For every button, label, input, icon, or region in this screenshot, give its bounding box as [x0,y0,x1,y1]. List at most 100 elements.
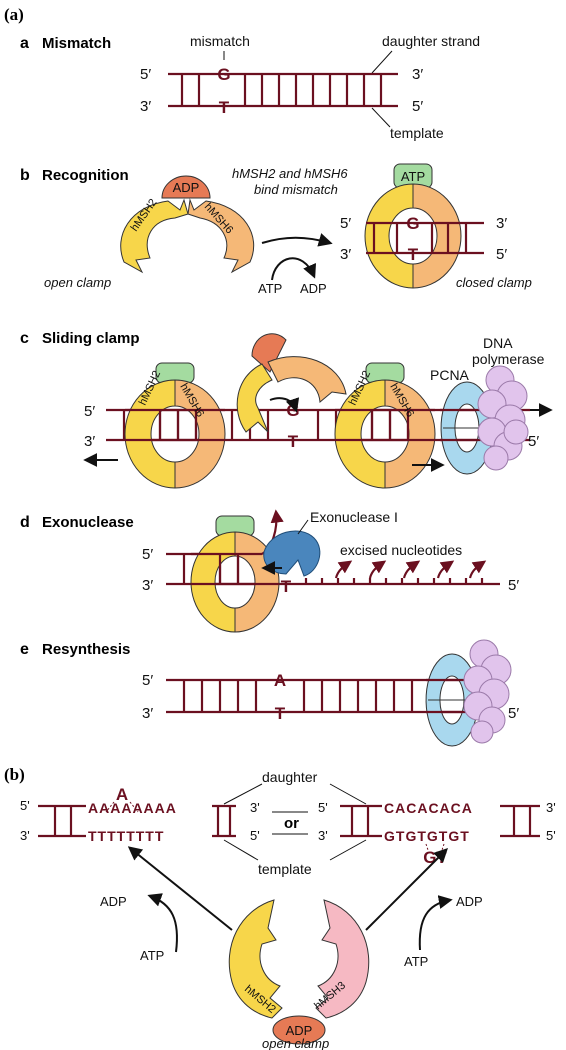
e-base-pair-rungs [182,680,432,712]
open-clamp-hmsh2-hmsh6: ADP hMSH2 hMSH6 [120,175,255,274]
d-bottom-5-end: 5′ [508,577,519,594]
b-right-bottom-3-end: 3' [318,828,328,843]
b-left-top-3-end: 3' [250,800,260,815]
b-left-bottom-3-end: 3' [20,828,30,843]
right-atp-adp-arrow [418,895,453,951]
step-a-mismatch: a Mismatch mismatch daughter strand 5′ 3… [20,33,480,141]
excised-nucleotide-arrows [334,560,487,579]
step-e-resynthesis: e Resynthesis 5′ 3′ 5′ A T [20,639,519,747]
open-clamp-b-label: open clamp [262,1036,329,1050]
daughter-strand-leader [371,50,393,74]
left-sliding-clamp: hMSH2 hMSH6 [124,362,226,489]
left-adp-label: ADP [100,894,127,909]
right-atp-label: ATP [404,954,428,969]
inserted-base-a: A [116,785,128,804]
panel-b-label: (b) [4,765,25,784]
or-label: or [284,815,299,832]
recognition-arrow [261,233,333,247]
right-top-sequence: CACACACA [384,800,473,816]
step-e-letter: e [20,641,29,658]
adp-label: ADP [300,281,327,296]
left-atp-label: ATP [140,948,164,963]
b-bottom-3-end: 3′ [340,246,351,263]
step-d-letter: d [20,514,30,531]
adp-cap-b [272,1015,326,1045]
template-label: template [390,125,444,141]
mismatch-label: mismatch [190,33,250,49]
d-top-5-end: 5′ [142,546,153,563]
right-hmsh6-half [384,379,436,489]
mismatch-base-t: T [219,98,230,117]
panel-a-label: (a) [4,5,24,24]
right-hmsh2-half [334,379,386,489]
daughter-leader-right [329,783,367,805]
step-b-title: Recognition [42,167,129,184]
daughter-strand-label: daughter strand [382,33,480,49]
left-recognition-arrow [127,846,233,931]
excised-nucleotides-label: excised nucleotides [340,542,462,558]
e-bottom-3-end: 3′ [142,705,153,722]
bind-mismatch-line1: hMSH2 and hMSH6 [232,166,348,181]
adp-cap-label: ADP [173,180,200,195]
step-d-title: Exonuclease [42,514,134,531]
adp-cap-b-label: ADP [286,1023,313,1038]
incoming-hmsh6 [267,356,347,403]
d-bottom-3-end: 3′ [142,577,153,594]
template-leader-left [223,839,259,861]
step-c-sliding-clamp: c Sliding clamp 5′ 3′ 5′ G T [20,330,553,489]
e-dna-polymerase [463,639,512,744]
b-left-bottom-5-end: 5' [250,828,260,843]
a-bottom-3-end: 3′ [140,98,151,115]
b-top-3-end: 3′ [496,215,507,232]
right-adp-label: ADP [456,894,483,909]
atp-to-adp-arrow [271,257,317,281]
b-top-5-end: 5′ [340,215,351,232]
dna-polymerase-label-line2: polymerase [472,351,545,367]
b-bottom-5-end: 5′ [496,246,507,263]
closed-clamp-label: closed clamp [456,275,532,290]
right-recognition-arrow [365,848,448,931]
e-top-5-end: 5′ [142,672,153,689]
closed-base-t: T [408,245,419,264]
a-bottom-5-end: 5′ [412,98,423,115]
exonuclease-leader [297,519,309,535]
incoming-open-clamp [236,333,347,433]
incoming-adp-cap [251,333,287,373]
hmsh2-hmsh3-open-clamp: ADP hMSH2 hMSH3 [228,899,370,1045]
b-right-bottom-5-end: 5' [546,828,556,843]
right-bottom-sequence: GTGTGTGT [384,828,470,844]
hmsh2-subunit [120,198,189,274]
c-base-pair-rungs [122,410,428,440]
mismatch-base-g: G [217,65,230,84]
hmsh2-subunit-b [228,899,283,1019]
step-a-title: Mismatch [42,35,111,52]
loading-arrow [269,397,300,413]
hmsh3-subunit [315,899,370,1019]
c-top-5-end: 5′ [84,403,95,420]
a-top-3-end: 3′ [412,66,423,83]
template-ticks [304,578,484,584]
hmsh6-subunit-closed [412,183,462,289]
hmsh2-subunit-closed [364,183,414,289]
step-c-letter: c [20,330,29,347]
atp-cap-label: ATP [401,169,425,184]
c-base-t: T [288,432,299,451]
template-leader [371,107,391,128]
step-b-letter: b [20,167,30,184]
b-right-top-3-end: 3' [546,800,556,815]
c-bottom-5-end: 5′ [528,433,539,450]
left-hmsh2-half [124,379,176,489]
b-left-top-5-end: 5' [20,798,30,813]
base-pair-rungs [180,74,383,106]
dna-polymerase-label-line1: DNA [483,335,513,351]
step-b-recognition: b Recognition ADP hMSH2 hMSH6 open clamp… [20,163,532,296]
e-bottom-5-end: 5′ [508,705,519,722]
left-atp-adp-arrow [147,893,178,953]
step-d-exonuclease: d Exonuclease 5′ 3′ 5′ Exonuclease I T e… [20,509,519,633]
panel-b-sequences: 5' 3' A AAAAAAAA TTTTTTTT 3' 5' 5' 3' CA… [20,769,556,877]
b-right-top-5-end: 5' [318,800,328,815]
closed-clamp-on-dna: ATP G T [364,163,484,289]
daughter-label: daughter [262,769,318,785]
left-bottom-sequence: TTTTTTTT [88,828,164,844]
step-a-letter: a [20,35,29,52]
